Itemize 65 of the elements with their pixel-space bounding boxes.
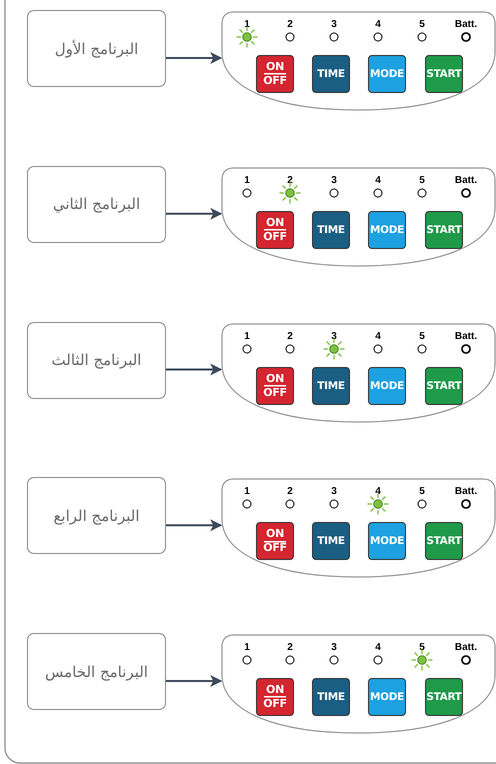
control-button: ON OFF <box>256 210 294 249</box>
control-button: MODE <box>368 366 406 404</box>
led-number: 4 <box>375 643 381 653</box>
led-number: Batt. <box>454 176 478 186</box>
program-box: البرنامج الرابع <box>27 477 166 554</box>
arrow <box>166 519 222 532</box>
led-number: 2 <box>287 332 293 342</box>
led-number: Batt. <box>454 332 478 342</box>
control-panel <box>222 635 495 733</box>
led-number: Batt. <box>454 643 478 653</box>
control-button: ON OFF <box>256 55 294 93</box>
led-number: 1 <box>244 176 250 186</box>
led-number: 3 <box>331 332 337 342</box>
led-number: 1 <box>244 332 250 342</box>
control-button: START <box>425 210 463 249</box>
control-button: MODE <box>368 210 406 249</box>
control-button: ON OFF <box>256 522 294 560</box>
led-number: 2 <box>287 643 293 653</box>
led-number: 3 <box>331 487 337 498</box>
led-number: Batt. <box>454 487 478 498</box>
led-number: 5 <box>419 643 425 653</box>
control-button: TIME <box>312 678 350 716</box>
program-box: البرنامج الثاني <box>27 166 166 243</box>
program-box: البرنامج الأول <box>27 10 166 87</box>
led-number: 3 <box>331 20 337 30</box>
led-number: 1 <box>244 20 250 30</box>
led-number: 5 <box>419 176 425 186</box>
control-button: START <box>425 522 463 560</box>
control-button: ON OFF <box>256 678 294 716</box>
led-number: 3 <box>331 643 337 653</box>
program-box: البرنامج الخامس <box>27 633 166 710</box>
led-number: 4 <box>375 176 381 186</box>
control-panel <box>222 168 495 266</box>
control-button: MODE <box>368 678 406 716</box>
control-panel <box>222 12 495 110</box>
led-number: 2 <box>287 176 293 186</box>
control-button: START <box>425 366 463 404</box>
control-button: TIME <box>312 522 350 560</box>
control-panel <box>222 324 495 422</box>
control-button: TIME <box>312 366 350 404</box>
control-button: ON OFF <box>256 366 294 404</box>
led-number: 4 <box>375 20 381 30</box>
led-number: 5 <box>419 332 425 342</box>
control-button: TIME <box>312 210 350 249</box>
led-number: 1 <box>244 487 250 498</box>
led-number: 5 <box>419 20 425 30</box>
led-number: 2 <box>287 487 293 498</box>
led-number: 5 <box>419 487 425 498</box>
led-number: 3 <box>331 176 337 186</box>
led-number: Batt. <box>454 20 478 30</box>
arrow <box>166 208 222 220</box>
led-number: 4 <box>375 332 381 342</box>
control-button: START <box>425 678 463 716</box>
led-number: 4 <box>375 487 381 498</box>
control-button: START <box>425 55 463 93</box>
led-number: 2 <box>287 20 293 30</box>
control-button: TIME <box>312 55 350 93</box>
control-button: MODE <box>368 55 406 93</box>
arrow <box>166 52 222 64</box>
control-panel <box>222 479 495 578</box>
led-number: 1 <box>244 643 250 653</box>
control-button: MODE <box>368 522 406 560</box>
arrow <box>166 364 222 376</box>
program-box: البرنامج الثالث <box>27 322 166 398</box>
arrow <box>166 675 222 687</box>
